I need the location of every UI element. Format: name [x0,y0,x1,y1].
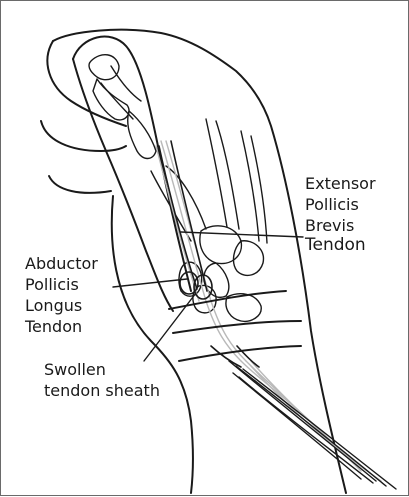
extensor-pollicis-brevis-tendon-label: Extensor Pollicis Brevis Tendon [305,173,376,254]
metacarpal-bones [101,66,267,243]
phalanges [89,55,156,159]
wrist-crease-lower [173,321,301,333]
sheath-leader-line [144,293,196,361]
extensor-label-line-4: Tendon [305,236,376,254]
abductor-label-line-4: Tendon [25,316,98,337]
ring-finger-outline [49,176,111,193]
abductor-label-line-3: Longus [25,295,98,316]
abductor-label-line-2: Pollicis [25,274,98,295]
index-finger-outline [47,41,126,126]
extensor-label-line-1: Extensor [305,173,376,194]
abductor-label-line-1: Abductor [25,253,98,274]
abductor-pollicis-longus-tendon-label: Abductor Pollicis Longus Tendon [25,253,98,337]
middle-finger-outline [41,121,126,151]
swollen-tendon-sheath-label: Swollen tendon sheath [44,359,160,401]
forearm-tendons [229,361,396,489]
extensor-label-line-2: Pollicis [305,194,376,215]
sheath-label-line-1: Swollen [44,359,160,380]
sheath-label-line-2: tendon sheath [44,380,160,401]
extensor-leader-line [181,232,303,237]
extensor-label-line-3: Brevis [305,215,376,236]
abductor-leader-line [113,279,187,287]
